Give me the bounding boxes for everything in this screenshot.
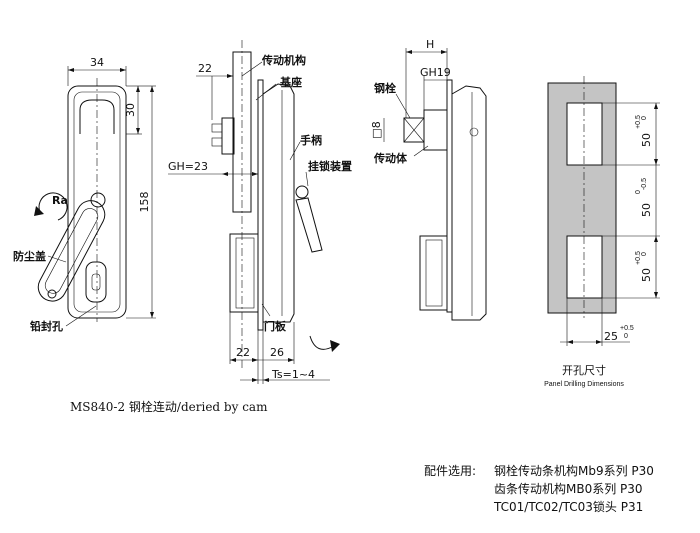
lock-cylinder bbox=[85, 261, 107, 303]
handle-pivot bbox=[90, 192, 106, 208]
tol-top-lower: 0 bbox=[641, 116, 648, 120]
dim-22-top-label: 22 bbox=[198, 62, 212, 75]
dim-26-label: 26 bbox=[270, 346, 284, 359]
padlock-body bbox=[295, 197, 323, 253]
tol-bottom-upper: +0.5 bbox=[635, 251, 642, 265]
rotation-arrow-icon bbox=[309, 335, 335, 350]
drilling-title-cn: 开孔尺寸 bbox=[562, 363, 606, 377]
dim-h-label: H bbox=[426, 38, 434, 51]
rotation-label: Ra bbox=[52, 194, 68, 207]
accessory-line-1: 钢栓传动条机构Mb9系列 P30 bbox=[494, 464, 654, 478]
dim-34-label: 34 bbox=[90, 56, 104, 69]
housing-3 bbox=[451, 85, 487, 321]
tol-25-lower: 0 bbox=[624, 333, 628, 340]
tol-bottom-lower: 0 bbox=[641, 252, 648, 256]
lower-block bbox=[229, 233, 259, 313]
base-label: 基座 bbox=[279, 75, 302, 89]
dim-50-top: 50 bbox=[640, 133, 653, 147]
front-view: 34 30 158 Ra 防尘盖 铅封孔 bbox=[13, 56, 156, 333]
base-block bbox=[221, 117, 235, 155]
steel-bolt-label: 钢栓 bbox=[374, 81, 396, 95]
steel-bolt bbox=[403, 117, 425, 143]
seal-hole-marker bbox=[47, 289, 57, 299]
dim-30-label: 30 bbox=[124, 103, 137, 117]
accessories-prefix: 配件选用: bbox=[424, 464, 477, 478]
dust-cover-label: 防尘盖 bbox=[13, 249, 46, 263]
dim-50-mid: 50 bbox=[640, 203, 653, 217]
handle-label: 手柄 bbox=[300, 133, 322, 147]
drive-body bbox=[423, 109, 448, 151]
rotated-handle bbox=[37, 200, 106, 302]
handle-body-inner bbox=[73, 91, 121, 313]
tol-25-upper: +0.5 bbox=[620, 325, 634, 332]
panel-drilling-view: 50 +0.5 0 50 0 -0.5 50 +0.5 0 25 +0.5 0 … bbox=[544, 76, 660, 388]
tol-mid-lower: -0.5 bbox=[641, 178, 648, 190]
tol-top-upper: +0.5 bbox=[635, 115, 642, 129]
drive-body-label: 传动体 bbox=[373, 151, 408, 165]
accessory-line-3: TC01/TC02/TC03锁头 P31 bbox=[494, 500, 644, 514]
ts-label: Ts=1~4 bbox=[271, 368, 315, 381]
door-panel-3 bbox=[446, 79, 453, 313]
lower-block-3 bbox=[419, 235, 448, 311]
cutout-bottom bbox=[566, 235, 603, 299]
handle-housing bbox=[262, 83, 295, 323]
bolt-view: H GH19 钢栓 □8 传动体 bbox=[370, 38, 487, 321]
dim-22-bottom-label: 22 bbox=[236, 346, 250, 359]
drilling-title-en: Panel Drilling Dimensions bbox=[544, 381, 624, 388]
seal-hole-label: 铅封孔 bbox=[30, 319, 63, 333]
side-view: 传动机构 基座 手柄 挂锁装置 门板 22 GH=23 22 26 Ts=1~ bbox=[168, 40, 352, 384]
square-label: □8 bbox=[370, 121, 383, 138]
dim-25-label: 25 bbox=[604, 330, 618, 343]
door-panel-label: 门板 bbox=[264, 319, 287, 333]
padlock-ring bbox=[295, 185, 309, 199]
dim-158-label: 158 bbox=[138, 192, 151, 213]
padlock-label: 挂锁装置 bbox=[308, 159, 352, 173]
dim-50-bottom: 50 bbox=[640, 268, 653, 282]
key-slot bbox=[91, 273, 101, 291]
gh-label: GH=23 bbox=[168, 160, 208, 173]
door-panel bbox=[257, 79, 264, 331]
transmission-label: 传动机构 bbox=[261, 53, 306, 67]
tol-mid-upper: 0 bbox=[635, 190, 642, 194]
accessory-line-2: 齿条传动机构MB0系列 P30 bbox=[494, 482, 643, 496]
cutout-top bbox=[566, 102, 603, 166]
model-caption: MS840-2 钢栓连动/deried by cam bbox=[70, 400, 268, 414]
rotation-arrow-icon bbox=[38, 192, 68, 221]
gh19-label: GH19 bbox=[420, 66, 451, 79]
